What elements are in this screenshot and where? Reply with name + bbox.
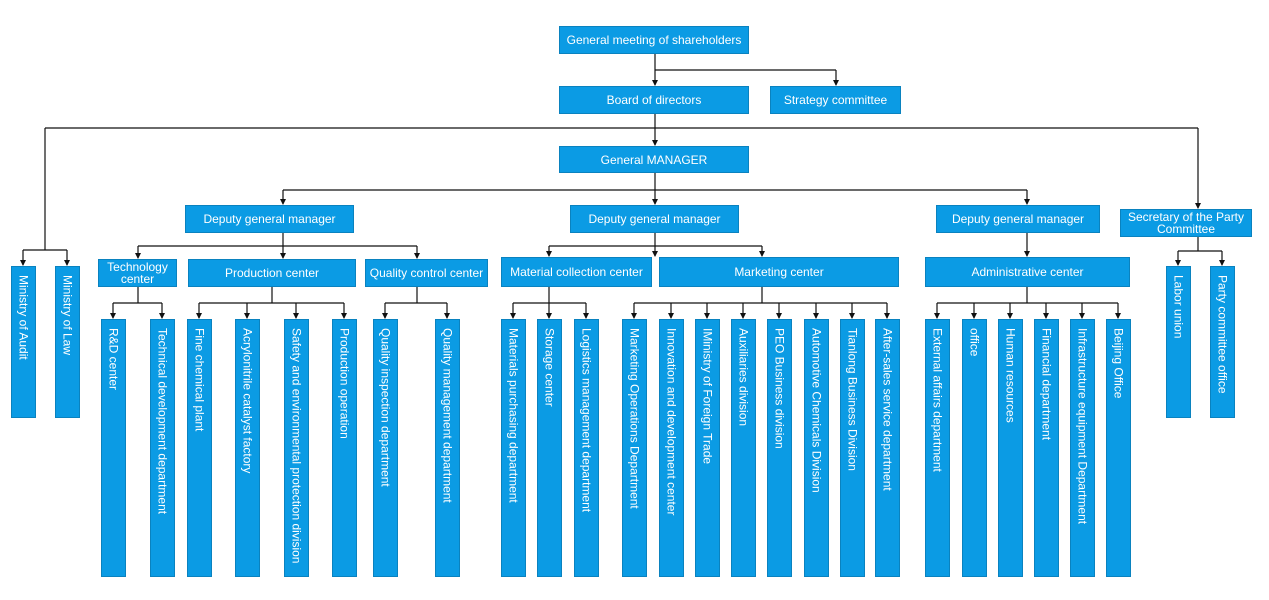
node-deputy-general-manager-2: Deputy general manager [570,205,739,233]
node-auxiliaries-division: Auxiliaries division [731,319,756,577]
label-safety-environmental-protection-division: Safety and environmental protection divi… [289,328,304,564]
label-rd-center: R&D center [106,328,121,391]
label-tianlong-business-division: Tianlong Business Division [845,328,860,471]
node-deputy-general-manager-3: Deputy general manager [936,205,1100,233]
node-strategy-committee: Strategy committee [770,86,901,114]
label-human-resources: Human resources [1003,328,1018,423]
label-materials-purchasing-department: Materials purchasing department [506,328,521,503]
label-peo-business-division: PEO Business division [772,328,787,449]
label-party-committee-office: Party committee office [1215,275,1230,394]
label-beijing-office: Beijing Office [1111,328,1126,399]
node-technical-development-department: Technical development department [150,319,175,577]
node-beijing-office: Beijing Office [1106,319,1131,577]
node-ministry-of-audit: Ministry of Audit [11,266,36,418]
node-material-collection-center: Material collection center [501,257,652,287]
node-general-manager: General MANAGER [559,146,749,173]
label-ministry-of-law: Ministry of Law [60,275,75,356]
label-quality-inspection-department: Quality inspection department [378,328,393,487]
node-deputy-general-manager-1: Deputy general manager [185,205,354,233]
label-labor-union: Labor union [1171,275,1186,339]
node-innovation-development-center: Innovation and development center [659,319,684,577]
node-tianlong-business-division: Tianlong Business Division [840,319,865,577]
node-rd-center: R&D center [101,319,126,577]
node-human-resources: Human resources [998,319,1023,577]
label-office: office [967,328,982,357]
node-acrylonitrile-catalyst-factory: Acrylonitrile catalyst factory [235,319,260,577]
node-infrastructure-equipment-department: Infrastructure equipment Department [1070,319,1095,577]
node-safety-environmental-protection-division: Safety and environmental protection divi… [284,319,309,577]
node-fine-chemical-plant: Fine chemical plant [187,319,212,577]
node-technology-center: Technology center [98,259,177,287]
label-auxiliaries-division: Auxiliaries division [736,328,751,427]
node-administrative-center: Administrative center [925,257,1130,287]
node-financial-department: Financial department [1034,319,1059,577]
node-automotive-chemicals-division: Automotive Chemicals Division [804,319,829,577]
label-quality-management-department: Quality management department [440,328,455,503]
node-quality-management-department: Quality management department [435,319,460,577]
label-technical-development-department: Technical development department [155,328,170,515]
node-quality-control-center: Quality control center [365,259,488,287]
node-marketing-operations-department: Marketing Operations Department [622,319,647,577]
node-labor-union: Labor union [1166,266,1191,418]
node-peo-business-division: PEO Business division [767,319,792,577]
node-production-operation: Production operation [332,319,357,577]
node-ministry-of-foreign-trade: IMinistry of Foreign Trade [695,319,720,577]
label-infrastructure-equipment-department: Infrastructure equipment Department [1075,328,1090,525]
node-ministry-of-law: Ministry of Law [55,266,80,418]
label-after-sales-service-department: After-sales service department [880,328,895,491]
node-office: office [962,319,987,577]
label-logistics-management-department: Logistics management department [579,328,594,513]
node-marketing-center: Marketing center [659,257,899,287]
node-board-of-directors: Board of directors [559,86,749,114]
label-acrylonitrile-catalyst-factory: Acrylonitrile catalyst factory [240,328,255,474]
label-storage-center: Storage center [542,328,557,407]
label-financial-department: Financial department [1039,328,1054,441]
node-external-affairs-department: External affairs department [925,319,950,577]
label-external-affairs-department: External affairs department [930,328,945,472]
label-ministry-of-foreign-trade: IMinistry of Foreign Trade [700,328,715,465]
label-marketing-operations-department: Marketing Operations Department [627,328,642,509]
label-automotive-chemicals-division: Automotive Chemicals Division [809,328,824,493]
node-after-sales-service-department: After-sales service department [875,319,900,577]
node-secretary-of-the-party-committee: Secretary of the Party Committee [1120,209,1252,237]
node-materials-purchasing-department: Materials purchasing department [501,319,526,577]
node-party-committee-office: Party committee office [1210,266,1235,418]
label-production-operation: Production operation [337,328,352,439]
node-logistics-management-department: Logistics management department [574,319,599,577]
label-innovation-development-center: Innovation and development center [664,328,679,516]
label-fine-chemical-plant: Fine chemical plant [192,328,207,432]
node-storage-center: Storage center [537,319,562,577]
node-general-meeting-of-shareholders: General meeting of shareholders [559,26,749,54]
label-ministry-of-audit: Ministry of Audit [16,275,31,360]
node-production-center: Production center [188,259,356,287]
node-quality-inspection-department: Quality inspection department [373,319,398,577]
